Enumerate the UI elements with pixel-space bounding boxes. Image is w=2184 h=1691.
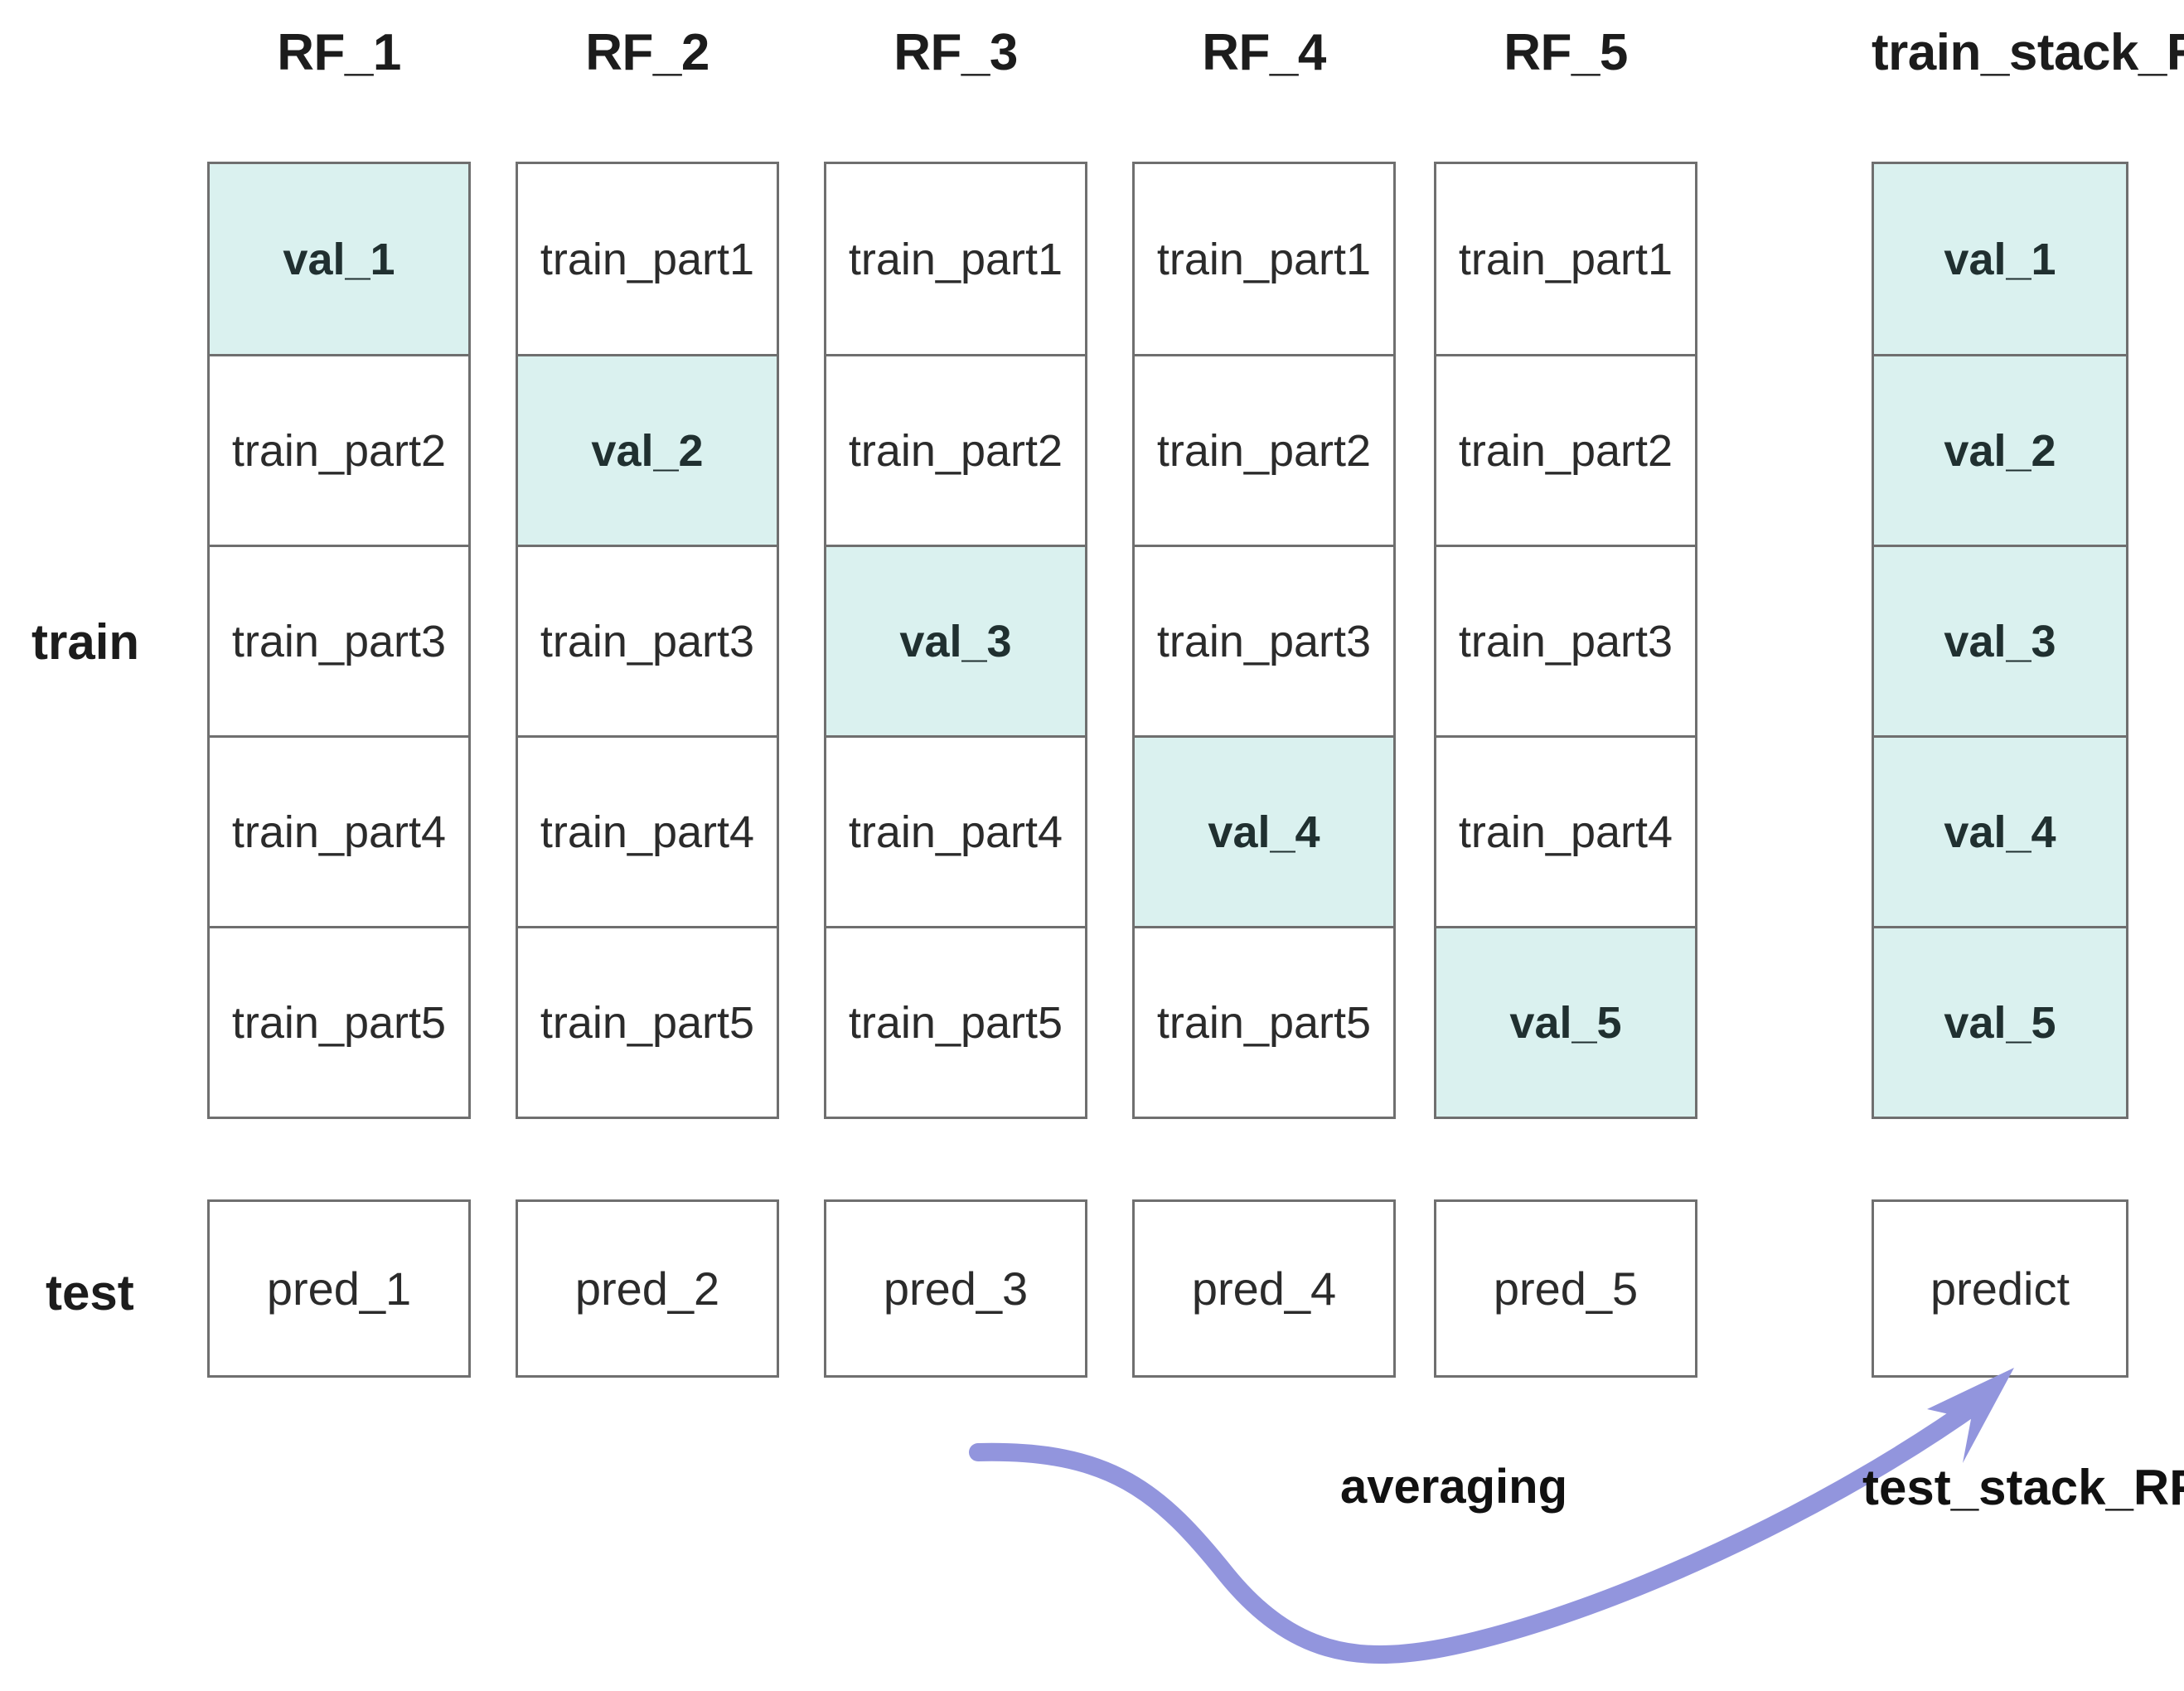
train-column-rf-3: train_part1 train_part2 val_3 train_part…: [824, 162, 1087, 1119]
train-column-train-stack-rf: val_1 val_2 val_3 val_4 val_5: [1872, 162, 2128, 1119]
train-cell[interactable]: train_part4: [824, 735, 1087, 928]
test-cell-pred-4[interactable]: pred_4: [1132, 1199, 1396, 1378]
train-cell[interactable]: train_part1: [824, 162, 1087, 356]
test-stack-rf-label: test_stack_RF: [1862, 1460, 2184, 1515]
row-label-train: train: [31, 614, 140, 670]
test-cell-pred-2[interactable]: pred_2: [516, 1199, 779, 1378]
train-cell[interactable]: train_part2: [1434, 354, 1697, 547]
train-cell[interactable]: train_part4: [516, 735, 779, 928]
train-column-rf-2: train_part1 val_2 train_part3 train_part…: [516, 162, 779, 1119]
column-header-rf-5: RF_5: [1504, 24, 1628, 81]
train-cell[interactable]: val_5: [1434, 926, 1697, 1119]
train-cell[interactable]: val_2: [516, 354, 779, 547]
train-cell[interactable]: train_part2: [824, 354, 1087, 547]
train-cell[interactable]: train_part5: [824, 926, 1087, 1119]
train-cell[interactable]: train_part2: [1132, 354, 1396, 547]
train-column-rf-5: train_part1 train_part2 train_part3 trai…: [1434, 162, 1697, 1119]
column-header-rf-1: RF_1: [277, 24, 401, 81]
train-cell[interactable]: val_1: [207, 162, 471, 356]
averaging-label: averaging: [1340, 1460, 1567, 1514]
test-cell-pred-3[interactable]: pred_3: [824, 1199, 1087, 1378]
train-cell[interactable]: train_part1: [516, 162, 779, 356]
test-cell-predict[interactable]: predict: [1872, 1199, 2128, 1378]
train-cell[interactable]: train_part3: [516, 545, 779, 738]
train-cell[interactable]: train_part2: [207, 354, 471, 547]
column-header-rf-2: RF_2: [585, 24, 709, 81]
train-cell[interactable]: val_4: [1132, 735, 1396, 928]
train-cell[interactable]: val_3: [1872, 545, 2128, 738]
row-label-test: test: [46, 1265, 134, 1320]
train-cell[interactable]: train_part5: [516, 926, 779, 1119]
test-cell-pred-5[interactable]: pred_5: [1434, 1199, 1697, 1378]
train-cell[interactable]: train_part1: [1434, 162, 1697, 356]
train-cell[interactable]: train_part5: [1132, 926, 1396, 1119]
test-cell-pred-1[interactable]: pred_1: [207, 1199, 471, 1378]
train-cell[interactable]: train_part3: [207, 545, 471, 738]
train-cell[interactable]: val_4: [1872, 735, 2128, 928]
train-column-rf-1: val_1 train_part2 train_part3 train_part…: [207, 162, 471, 1119]
train-cell[interactable]: val_1: [1872, 162, 2128, 356]
train-cell[interactable]: train_part3: [1132, 545, 1396, 738]
train-column-rf-4: train_part1 train_part2 train_part3 val_…: [1132, 162, 1396, 1119]
train-cell[interactable]: train_part5: [207, 926, 471, 1119]
column-header-rf-4: RF_4: [1202, 24, 1326, 81]
column-header-rf-3: RF_3: [893, 24, 1018, 81]
column-header-train-stack-rf: train_stack_RF: [1872, 24, 2184, 81]
train-cell[interactable]: train_part4: [1434, 735, 1697, 928]
train-cell[interactable]: val_2: [1872, 354, 2128, 547]
train-cell[interactable]: train_part3: [1434, 545, 1697, 738]
train-cell[interactable]: train_part1: [1132, 162, 1396, 356]
train-cell[interactable]: train_part4: [207, 735, 471, 928]
train-cell[interactable]: val_5: [1872, 926, 2128, 1119]
train-cell[interactable]: val_3: [824, 545, 1087, 738]
